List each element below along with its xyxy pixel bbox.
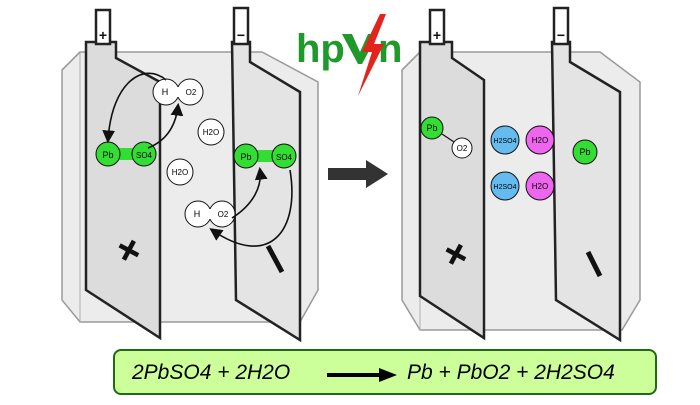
logo-text-right: n xyxy=(378,27,402,71)
brand-logo: hp n xyxy=(296,14,402,96)
reaction-equation-box: 2PbSO4 + 2H2O Pb + PbO2 + 2H2SO4 xyxy=(113,349,657,395)
left-positive-sign: + xyxy=(99,27,107,43)
svg-text:O2: O2 xyxy=(457,144,468,153)
svg-text:H: H xyxy=(162,87,169,97)
svg-text:Pb: Pb xyxy=(579,147,590,157)
left-pbso4-negative: Pb SO4 xyxy=(233,143,297,169)
svg-text:H2SO4: H2SO4 xyxy=(494,184,517,191)
right-h2o-1: H2O xyxy=(525,125,555,155)
right-cell: + + − Pb O2 H2SO4 xyxy=(401,6,641,343)
left-h-o2-lower: H O2 xyxy=(184,200,236,228)
svg-text:H2O: H2O xyxy=(532,136,548,145)
right-positive-sign: + xyxy=(433,27,441,43)
right-negative-sign: − xyxy=(557,27,565,43)
svg-text:O2: O2 xyxy=(218,210,229,219)
right-negative-plate-mark xyxy=(585,250,603,278)
transition-arrow xyxy=(328,160,388,188)
svg-text:H2SO4: H2SO4 xyxy=(494,138,517,145)
svg-text:Pb: Pb xyxy=(240,152,251,162)
svg-text:H2O: H2O xyxy=(203,128,219,137)
left-h-o2-upper: H O2 xyxy=(152,78,204,106)
equation-reactants: 2PbSO4 + 2H2O xyxy=(132,361,291,384)
svg-text:H2O: H2O xyxy=(172,168,188,177)
right-h2o-2: H2O xyxy=(525,171,555,201)
left-cell: + + − Pb SO4 xyxy=(61,6,319,343)
right-h2so4-1: H2SO4 xyxy=(490,125,520,155)
left-arrow-to-positive xyxy=(102,72,167,144)
svg-text:H2O: H2O xyxy=(532,182,548,191)
lightning-bolt-icon xyxy=(358,14,386,96)
left-arrow-to-negative xyxy=(231,166,268,219)
left-negative-plate-mark xyxy=(265,244,285,274)
svg-text:SO4: SO4 xyxy=(136,151,153,160)
left-negative-electrode: − xyxy=(230,6,302,343)
right-positive-electrode: + + xyxy=(418,8,486,341)
left-negative-sign: − xyxy=(237,27,245,43)
left-positive-electrode: + + xyxy=(84,8,162,341)
left-water-2: H2O xyxy=(166,158,194,186)
right-h2so4-2: H2SO4 xyxy=(490,171,520,201)
svg-text:H: H xyxy=(194,209,201,219)
right-pb: Pb xyxy=(572,139,598,165)
left-water-1: H2O xyxy=(197,118,225,146)
left-arrow-from-positive xyxy=(147,102,184,149)
left-arrow-from-negative xyxy=(209,169,293,247)
equation-arrow-icon xyxy=(327,368,397,382)
right-pbo2: Pb O2 xyxy=(420,116,473,159)
right-negative-electrode: − xyxy=(550,6,622,343)
logo-text-left: hp xyxy=(296,27,345,71)
svg-text:SO4: SO4 xyxy=(276,153,293,162)
svg-text:O2: O2 xyxy=(186,88,197,97)
equation-products: Pb + PbO2 + 2H2SO4 xyxy=(407,361,615,384)
svg-text:Pb: Pb xyxy=(102,150,113,160)
svg-text:Pb: Pb xyxy=(426,123,437,133)
